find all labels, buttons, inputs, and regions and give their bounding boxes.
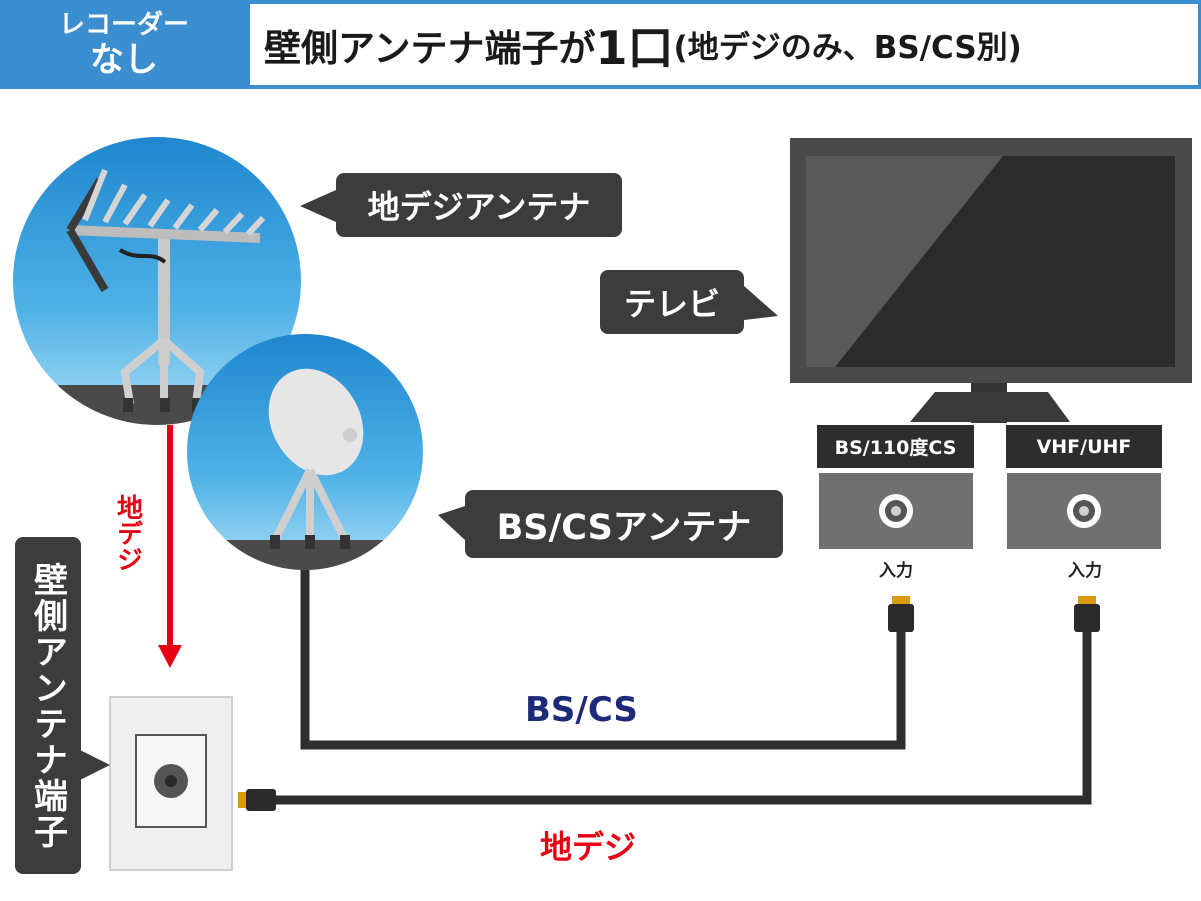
header-tag-line2: なし: [90, 39, 158, 80]
callout-terrestrial-antenna: 地デジアンテナ: [336, 173, 622, 237]
callout-pointers: [80, 190, 778, 780]
input-label-bs: 入力: [879, 561, 913, 581]
callout-tv: テレビ: [600, 270, 744, 334]
page-title: 壁側アンテナ端子が 1口 (地デジのみ、BS/CS別): [250, 4, 1198, 85]
cable-label-bs-cs: BS/CS: [525, 690, 638, 730]
arrow-label-chideji: 地デジ: [112, 494, 143, 572]
header-tag-line1: レコーダー: [58, 9, 189, 40]
cables: [238, 570, 1100, 811]
title-main: 壁側アンテナ端子が: [264, 26, 596, 70]
callout-wall-terminal: 壁側アンテナ端子: [15, 537, 81, 874]
port-label-vhf-uhf: VHF/UHF: [1006, 425, 1162, 468]
port-label-bs-110cs: BS/110度CS: [817, 425, 974, 468]
tv-port-panels: [819, 473, 1161, 549]
title-number: 1口: [595, 20, 674, 75]
terrestrial-signal-arrow: [158, 425, 182, 668]
title-subtitle: (地デジのみ、BS/CS別): [673, 30, 1022, 66]
cable-label-chideji: 地デジ: [540, 828, 637, 866]
wall-antenna-terminal-illustration: [109, 696, 233, 871]
television-illustration: [790, 138, 1192, 423]
header-tag: レコーダー なし: [0, 0, 248, 89]
callout-satellite-antenna: BS/CSアンテナ: [465, 490, 783, 558]
input-label-vhf: 入力: [1068, 561, 1102, 581]
